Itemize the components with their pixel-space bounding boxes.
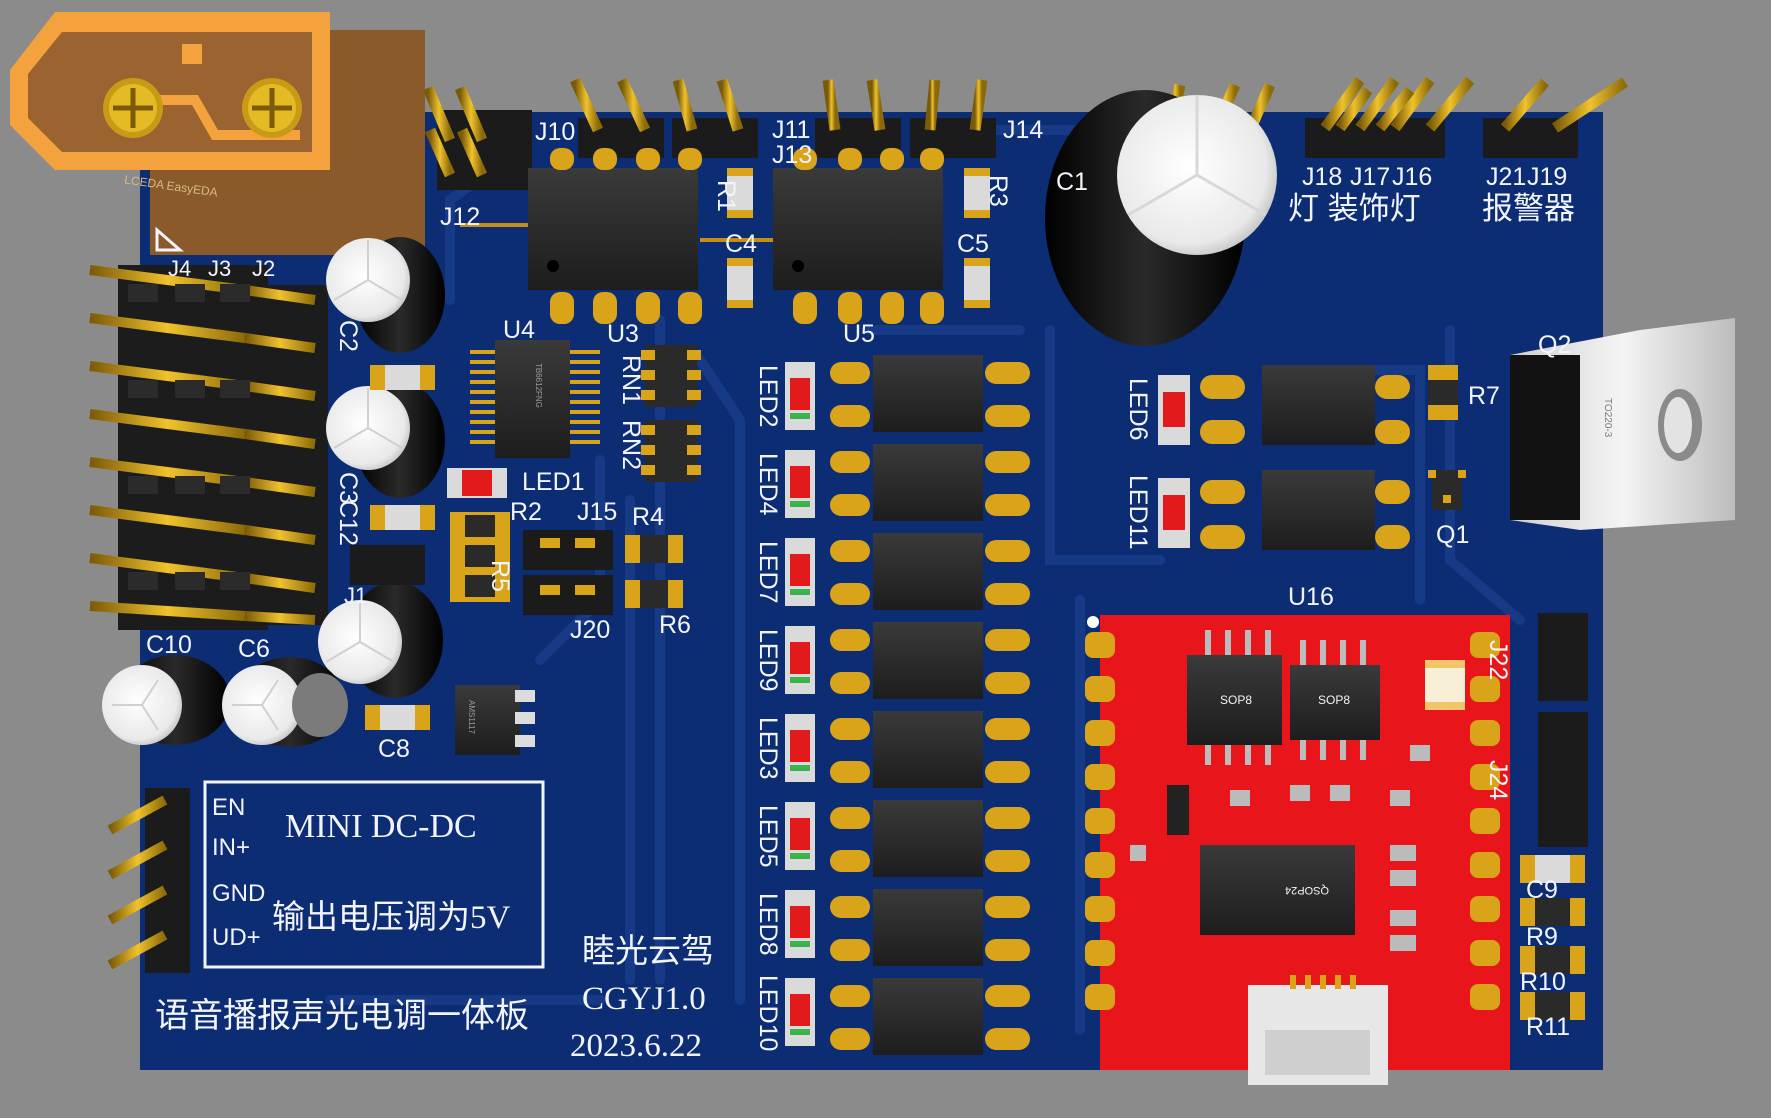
- label-led5: LED5: [754, 805, 782, 868]
- label-j3: J3: [208, 256, 232, 281]
- label-j18: J18: [1302, 163, 1343, 191]
- label-led8: LED8: [754, 893, 782, 956]
- board-date: 2023.6.22: [570, 1028, 702, 1064]
- electrolytic-capacitors: [102, 90, 1277, 747]
- label-alarm: 报警器: [1482, 191, 1575, 226]
- top-pin-headers: [422, 76, 1629, 190]
- label-led9: LED9: [754, 629, 782, 692]
- label-r6: R6: [659, 611, 691, 639]
- u16-module: [1085, 615, 1510, 1085]
- chip-sop8-b: SOP8: [1318, 693, 1351, 707]
- label-r5: R5: [486, 560, 514, 592]
- label-j10: J10: [535, 118, 576, 146]
- power-connector: [10, 12, 425, 255]
- q2-to220: [1510, 318, 1735, 530]
- board-version: CGYJ1.0: [582, 981, 706, 1017]
- chip-sop8-a: SOP8: [1220, 693, 1253, 707]
- label-r7: R7: [1468, 382, 1500, 410]
- label-j2: J2: [252, 256, 276, 281]
- red-leds: [785, 362, 815, 1046]
- dcdc-note: 输出电压调为5V: [272, 900, 511, 936]
- dcdc-pin-in: IN+: [212, 834, 251, 861]
- label-u3: U3: [607, 320, 639, 348]
- board-brand: 睦光云驾: [582, 934, 714, 970]
- pcb-trace-gold: [460, 223, 780, 242]
- label-c9: C9: [1526, 876, 1558, 904]
- label-led4: LED4: [754, 453, 782, 516]
- label-led7: LED7: [754, 541, 782, 604]
- label-u16: U16: [1288, 583, 1334, 611]
- label-c12: C12: [334, 500, 362, 546]
- label-j13: J13: [772, 141, 813, 169]
- left-pin-array: [89, 265, 328, 630]
- label-j24: J24: [1484, 760, 1512, 801]
- u4-chip: [470, 340, 600, 458]
- label-r11: R11: [1526, 1013, 1571, 1041]
- label-c6: C6: [238, 635, 270, 663]
- label-j12: J12: [440, 203, 481, 231]
- label-j22: J22: [1484, 640, 1512, 681]
- label-j11: J11: [772, 116, 811, 144]
- label-j20: J20: [570, 616, 611, 644]
- resistor-networks: [641, 345, 701, 482]
- label-u4: U4: [503, 316, 535, 344]
- dcdc-pin-gnd: GND: [212, 880, 266, 907]
- label-j17: J17: [1350, 163, 1391, 191]
- led-ssr-column: [785, 355, 1030, 1055]
- label-led6: LED6: [1124, 378, 1152, 441]
- label-rn2: RN2: [617, 420, 645, 471]
- label-j15: J15: [577, 498, 618, 526]
- dcdc-pin-en: EN: [212, 794, 246, 821]
- label-r3: R3: [984, 175, 1012, 207]
- label-q2: Q2: [1538, 331, 1572, 359]
- chip-qsop24: QSOP24: [1285, 884, 1330, 896]
- chip-u4-marking: TB6612FNG: [534, 363, 543, 408]
- label-r1: R1: [712, 180, 740, 212]
- label-led10: LED10: [754, 975, 782, 1052]
- label-rn1: RN1: [617, 355, 645, 406]
- label-r2: R2: [510, 498, 542, 526]
- label-c10: C10: [146, 631, 192, 659]
- label-j14: J14: [1003, 116, 1044, 144]
- label-r4: R4: [632, 503, 664, 531]
- label-led1: LED1: [522, 468, 585, 496]
- label-j19: J19: [1527, 163, 1568, 191]
- board-title: 语音播报声光电调一体板: [155, 998, 529, 1035]
- label-c2: C2: [334, 320, 362, 352]
- label-j1: J1: [344, 583, 368, 608]
- label-j16: J16: [1392, 163, 1433, 191]
- label-led2: LED2: [754, 365, 782, 428]
- dcdc-header: [107, 780, 545, 973]
- top-sop-chips: [528, 148, 990, 324]
- left-passives: [350, 365, 683, 755]
- chip-to220: TO220-3: [1602, 398, 1613, 438]
- label-c5: C5: [957, 230, 989, 258]
- label-c4: C4: [725, 230, 757, 258]
- chip-ams-marking: AMS1117: [467, 700, 476, 734]
- label-led11: LED11: [1124, 475, 1152, 550]
- ssr-bodies: [873, 355, 983, 1055]
- label-led3: LED3: [754, 717, 782, 780]
- label-r9: R9: [1526, 923, 1558, 951]
- label-q1: Q1: [1436, 521, 1470, 549]
- dcdc-pin-ud: UD+: [212, 924, 261, 951]
- label-j21: J21: [1486, 163, 1527, 191]
- right-ssr-group: [1158, 365, 1466, 550]
- label-lights: 灯 装饰灯: [1288, 191, 1421, 226]
- label-u5: U5: [843, 320, 875, 348]
- right-headers: [1520, 613, 1635, 1020]
- label-j4: J4: [168, 256, 192, 281]
- dcdc-title: MINI DC-DC: [285, 808, 477, 845]
- label-r10: R10: [1520, 968, 1566, 996]
- label-c8: C8: [378, 735, 410, 763]
- label-c1: C1: [1056, 168, 1088, 196]
